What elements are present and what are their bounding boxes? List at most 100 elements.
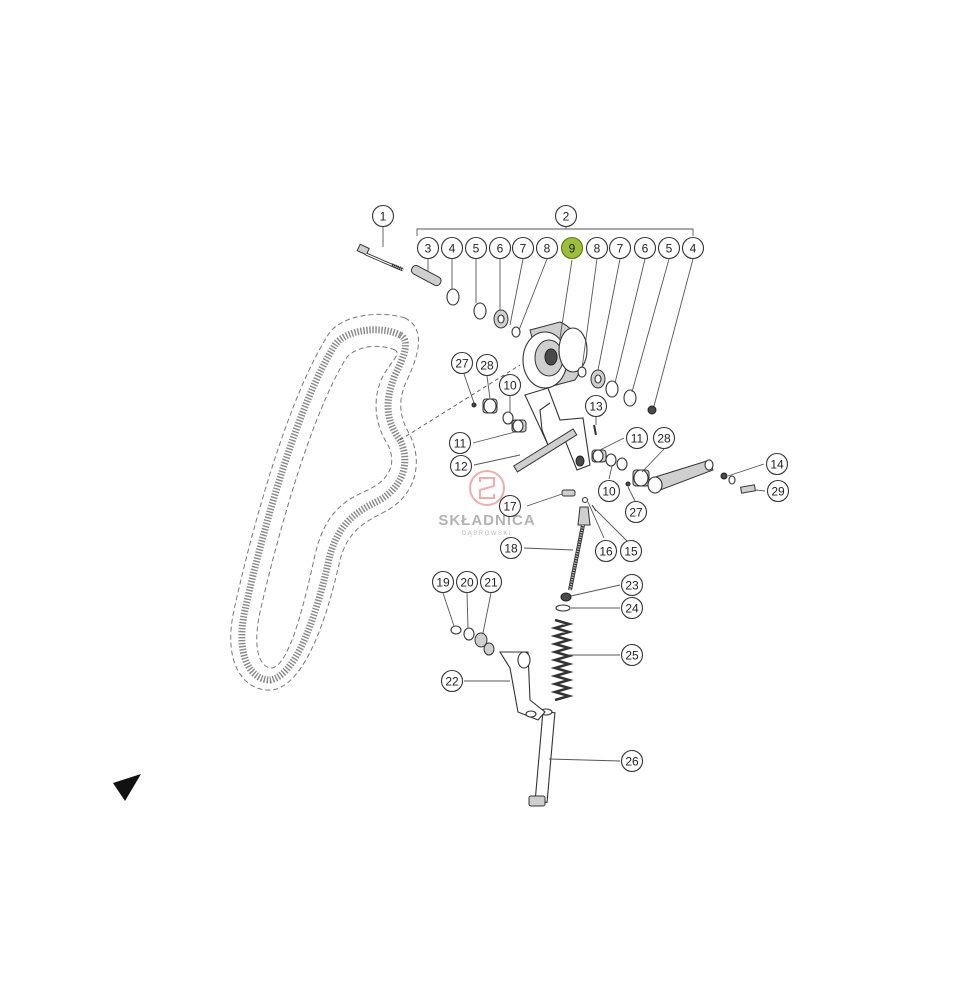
callout-7: 7	[608, 236, 632, 260]
bushing-21	[474, 632, 488, 648]
callout-label: 13	[589, 400, 603, 414]
callout-label: 28	[480, 359, 494, 373]
callout-5: 5	[464, 236, 488, 260]
link-plate-14	[647, 459, 714, 494]
spring-25	[550, 618, 574, 702]
callout-8: 8	[585, 236, 609, 260]
callout-22: 22	[440, 669, 464, 693]
callout-label: 25	[625, 649, 639, 663]
callout-label: 3	[425, 242, 432, 256]
callout-18: 18	[499, 536, 523, 560]
circlip-8-left	[511, 326, 521, 338]
callout-label: 17	[503, 500, 517, 514]
callout-label: 1	[380, 210, 387, 224]
nut-14	[720, 472, 728, 480]
callout-6: 6	[633, 236, 657, 260]
callout-label: 5	[666, 242, 673, 256]
callout-label: 19	[436, 576, 450, 590]
callout-16: 16	[594, 539, 618, 563]
callout-19: 19	[431, 570, 455, 594]
spring-rod-26	[528, 708, 556, 807]
group-bracket-2	[416, 228, 694, 236]
callout-label: 11	[631, 432, 644, 446]
callout-11: 11	[625, 426, 649, 450]
ring-5-left	[473, 302, 487, 320]
leader-lines	[382, 227, 766, 762]
callout-label: 11	[454, 437, 467, 451]
callout-label: 6	[642, 242, 649, 256]
callout-13: 13	[584, 394, 608, 418]
bushing-28-right	[632, 469, 650, 487]
bearing-6-right	[605, 380, 619, 398]
spring-bracket-22	[499, 651, 546, 721]
callout-label: 29	[771, 485, 785, 499]
grease-nipple-27-right	[625, 481, 631, 487]
watermark-subtitle: DĄBROWSKI	[462, 531, 512, 537]
nut-4-right	[647, 405, 657, 415]
threaded-rod-18	[568, 506, 591, 591]
callout-20: 20	[455, 570, 479, 594]
callout-3: 3	[416, 236, 440, 260]
callout-14: 14	[765, 452, 789, 476]
bushing-28-left	[482, 398, 498, 414]
callout-11: 11	[448, 431, 472, 455]
callout-1: 1	[371, 204, 395, 228]
washer-4-left	[446, 288, 460, 306]
ring-19	[450, 625, 462, 635]
tensioner-arm-12	[513, 387, 591, 473]
grease-nipple-27-left	[471, 402, 477, 408]
callout-label: 27	[629, 506, 643, 520]
callout-4: 4	[440, 236, 464, 260]
callout-label: 27	[455, 357, 469, 371]
callout-label: 22	[445, 675, 459, 689]
callout-23: 23	[620, 573, 644, 597]
callout-label: 10	[602, 485, 616, 499]
callout-label: 24	[625, 602, 639, 616]
belt-guide-line	[399, 364, 521, 441]
washer-10-right	[605, 453, 617, 467]
callout-label: 5	[473, 242, 480, 256]
callout-2: 2	[554, 204, 578, 228]
idler-pulley-9	[522, 321, 588, 389]
callout-29: 29	[766, 479, 790, 503]
callout-label: 6	[497, 242, 504, 256]
callout-27: 27	[624, 500, 648, 524]
callout-label: 23	[625, 579, 639, 593]
callout-10: 10	[498, 373, 522, 397]
callout-25: 25	[620, 643, 644, 667]
nut-23	[560, 592, 572, 602]
callout-5: 5	[657, 236, 681, 260]
washer-16	[581, 496, 589, 504]
callout-label: 12	[454, 460, 468, 474]
washer-20	[463, 627, 475, 641]
callout-label: 4	[449, 242, 456, 256]
callout-label: 21	[484, 576, 498, 590]
callout-label: 15	[624, 545, 638, 559]
circlip-8-right	[577, 366, 587, 378]
spacer-sleeve-3	[410, 264, 442, 287]
callout-label: 18	[504, 542, 518, 556]
bushing-11-left	[511, 419, 527, 433]
callout-10: 10	[597, 479, 621, 503]
callout-17: 17	[498, 494, 522, 518]
callout-label: 7	[520, 242, 527, 256]
watermark: SKŁADNICA DĄBROWSKI	[438, 470, 535, 537]
watermark-logo-icon	[469, 470, 505, 506]
arrow-direction-icon	[113, 774, 141, 801]
callout-15: 15	[619, 539, 643, 563]
callout-label: 4	[690, 242, 697, 256]
callout-24: 24	[620, 596, 644, 620]
callout-28: 28	[475, 353, 499, 377]
callout-26: 26	[620, 749, 644, 773]
bolt-1	[356, 243, 404, 272]
watermark-brand: SKŁADNICA	[438, 512, 535, 529]
bolt-29	[740, 484, 756, 494]
callout-label: 26	[625, 755, 639, 769]
pin-13	[593, 424, 597, 436]
callout-label: 8	[594, 242, 601, 256]
callout-label: 9	[569, 242, 576, 256]
callout-label: 16	[599, 545, 613, 559]
ring-5-right	[623, 389, 637, 407]
callout-label: 10	[503, 379, 517, 393]
